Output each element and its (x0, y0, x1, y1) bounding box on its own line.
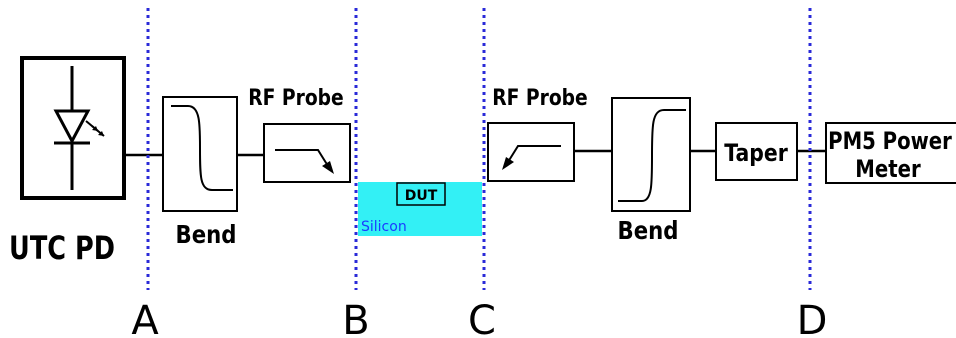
reference-label-c: C (468, 298, 496, 338)
utc-pd-label: UTC PD (9, 229, 115, 267)
power-meter-label-line2: Meter (855, 156, 921, 183)
bend-right-box (611, 97, 691, 212)
dut-label: DUT (405, 188, 438, 204)
bend-left-block[interactable] (162, 96, 238, 212)
s-bend-icon (618, 109, 686, 202)
reference-label-a: A (131, 298, 159, 338)
rf-probe-right-box (487, 122, 575, 182)
reference-planes (146, 8, 812, 290)
utc-pd-block[interactable] (20, 56, 126, 200)
rf-probe-left-label: RF Probe (248, 85, 343, 111)
dut-box[interactable] (396, 182, 446, 206)
power-meter-block[interactable]: PM5 Power Meter (825, 122, 956, 184)
power-meter-label-line1: PM5 Power (828, 128, 952, 155)
rf-probe-left-box (263, 123, 351, 183)
silicon-label: Silicon (361, 219, 407, 235)
probe-arrow-icon (502, 145, 561, 170)
rf-probe-right-block[interactable] (487, 122, 575, 182)
reference-label-b: B (342, 298, 369, 338)
s-bend-icon (171, 105, 233, 191)
bend-left-label: Bend (176, 220, 237, 249)
rf-probe-left-block[interactable] (263, 123, 351, 183)
photodiode-symbol-icon (53, 66, 105, 190)
taper-box (715, 122, 798, 181)
reference-label-d: D (797, 298, 828, 338)
silicon-region (358, 182, 482, 236)
bend-right-label: Bend (618, 216, 679, 245)
probe-arrow-icon (275, 149, 334, 174)
rf-probe-right-label: RF Probe (492, 85, 587, 111)
taper-block[interactable]: Taper (715, 122, 798, 181)
taper-label: Taper (724, 139, 788, 167)
connection-wires (125, 149, 826, 157)
bend-right-block[interactable] (611, 97, 691, 212)
power-meter-box (825, 122, 956, 184)
